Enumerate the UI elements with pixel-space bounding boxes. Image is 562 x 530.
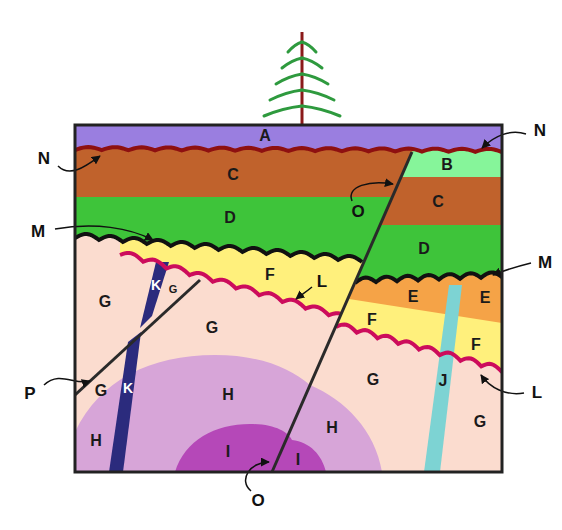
dike-letter: K bbox=[151, 278, 161, 292]
layer-letter: A bbox=[259, 128, 271, 144]
layer-letter: H bbox=[90, 433, 102, 449]
fault-p bbox=[75, 280, 200, 395]
callout-letter: O bbox=[351, 203, 364, 220]
dike-k bbox=[140, 262, 169, 328]
layer-letter: G bbox=[99, 294, 111, 310]
layer-h bbox=[75, 355, 382, 472]
layer-letter: B bbox=[441, 157, 453, 173]
callout-letter: N bbox=[38, 150, 50, 167]
callout-letter: L bbox=[317, 273, 327, 290]
layer-i bbox=[175, 424, 326, 472]
layer-letter: E bbox=[408, 289, 419, 305]
layer-letter: H bbox=[222, 387, 234, 403]
tree-branch bbox=[270, 90, 302, 100]
top-layers bbox=[75, 125, 502, 472]
layer-letter: F bbox=[265, 267, 275, 283]
tree-branch bbox=[276, 74, 302, 84]
tree-trunk bbox=[301, 32, 304, 126]
layer-letter: F bbox=[367, 312, 377, 328]
layer-letter: E bbox=[480, 290, 491, 306]
layer-g bbox=[260, 125, 502, 472]
layer-letter: F bbox=[471, 337, 481, 353]
tree-branch bbox=[302, 42, 316, 52]
dike-j bbox=[424, 285, 462, 472]
tree-branch bbox=[302, 58, 322, 68]
unconformity-l bbox=[336, 324, 502, 372]
dike-letter: J bbox=[439, 373, 448, 389]
callout-letter: N bbox=[534, 122, 546, 139]
tree-branch bbox=[302, 106, 340, 116]
layer-letter: C bbox=[227, 167, 239, 183]
leader-arrow bbox=[482, 132, 526, 148]
leader-arrow bbox=[246, 462, 269, 491]
layer-letter: G bbox=[95, 383, 107, 399]
callout-letter: O bbox=[251, 492, 264, 509]
layer-letter: G bbox=[169, 284, 178, 295]
callout-letter: L bbox=[532, 384, 542, 401]
layer-letter: G bbox=[206, 320, 218, 336]
callout-letter: M bbox=[31, 223, 45, 240]
tree-symbol bbox=[264, 32, 340, 126]
dike-letter: K bbox=[123, 381, 133, 395]
layer-letter: G bbox=[367, 372, 379, 388]
layer-a bbox=[75, 125, 502, 152]
tree-branch bbox=[282, 58, 302, 68]
leader-arrow bbox=[351, 183, 393, 201]
tree-branch bbox=[288, 42, 302, 52]
unconformity-m bbox=[75, 234, 362, 262]
leader-arrow bbox=[44, 378, 90, 385]
unconformity-l bbox=[120, 253, 352, 322]
tree-branch bbox=[264, 106, 302, 116]
leader-arrow bbox=[55, 226, 153, 240]
layer-letter: C bbox=[432, 194, 444, 210]
dike-k bbox=[109, 332, 141, 472]
leader-arrow bbox=[58, 156, 100, 171]
layer-letter: D bbox=[224, 210, 236, 226]
layer-letter: D bbox=[418, 241, 430, 257]
fault-o bbox=[272, 152, 412, 472]
callout-letter: M bbox=[538, 254, 552, 271]
leader-lines bbox=[44, 132, 531, 491]
layer-letter: I bbox=[226, 444, 230, 460]
layer-letter: H bbox=[326, 420, 338, 436]
tree-branch bbox=[302, 74, 328, 84]
leader-arrow bbox=[296, 287, 312, 299]
leader-arrow bbox=[493, 263, 531, 275]
right-block bbox=[75, 125, 502, 472]
layer-letter: G bbox=[474, 414, 486, 430]
section-frame bbox=[75, 125, 502, 472]
callout-letter: P bbox=[24, 385, 35, 402]
unconformity-n bbox=[75, 147, 502, 152]
unconformity-m bbox=[355, 272, 502, 283]
tree-branch bbox=[302, 90, 334, 100]
layer-letter: I bbox=[296, 452, 300, 468]
